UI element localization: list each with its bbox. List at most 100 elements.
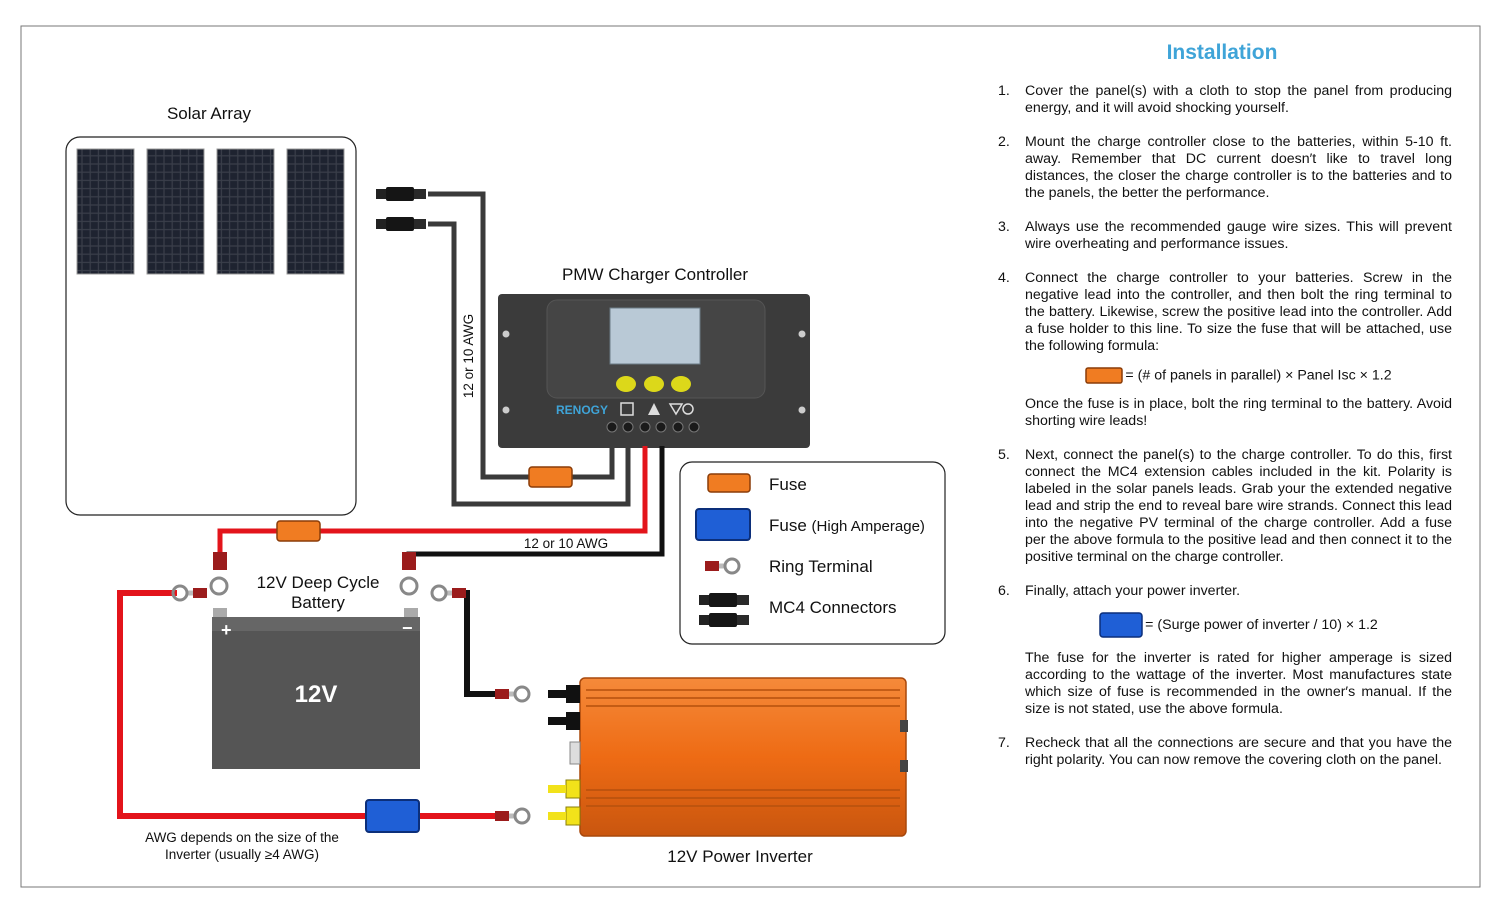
step-number: 3. — [998, 219, 1010, 235]
step-note: Once the fuse is in place, bolt the ring… — [1025, 396, 1452, 430]
instructions-list: 1. Cover the panel(s) with a cloth to st… — [992, 83, 1452, 769]
controller-button — [644, 376, 664, 392]
legend-mc4-icon — [699, 593, 749, 607]
battery-voltage: 12V — [295, 681, 338, 708]
inverter-port — [900, 720, 908, 732]
pv-negative-wire — [428, 221, 631, 507]
battery-title-line2: Battery — [291, 593, 345, 612]
mount-hole — [798, 406, 806, 414]
step-note: The fuse for the inverter is rated for h… — [1025, 650, 1452, 718]
inverter-terminal-yellow — [565, 806, 581, 826]
legend-fuse-label: Fuse — [769, 475, 807, 494]
awg-note-line1: AWG depends on the size of the — [145, 830, 339, 845]
inverter-fuse — [365, 799, 420, 833]
instruction-step: 1. Cover the panel(s) with a cloth to st… — [992, 83, 1452, 117]
inverter-switch — [569, 741, 581, 765]
battery-icon — [648, 403, 660, 415]
step-number: 2. — [998, 134, 1010, 150]
step-text: Next, connect the panel(s) to the charge… — [1025, 447, 1452, 566]
terminal — [622, 421, 634, 433]
legend-high-fuse-label: Fuse (High Amperage) — [769, 516, 925, 535]
battery-negative-post — [404, 608, 418, 618]
ring-terminal — [209, 576, 229, 596]
inverter-terminal-black — [566, 685, 580, 703]
battery-minus-mark: − — [402, 618, 413, 638]
battery: + − 12V — [212, 608, 420, 769]
mount-hole — [502, 406, 510, 414]
solar-panel — [146, 148, 205, 275]
high-amperage-fuse-icon — [1099, 612, 1143, 638]
awg-note-line2: Inverter (usually ≥4 AWG) — [165, 847, 319, 862]
step-text: Connect the charge controller to your ba… — [1025, 270, 1452, 354]
inverter-body — [579, 677, 907, 837]
inverter-port — [900, 760, 908, 772]
terminal — [606, 421, 618, 433]
instruction-step: 7. Recheck that all the connections are … — [992, 735, 1452, 769]
legend: Fuse Fuse (High Amperage) Ring Terminal … — [679, 461, 946, 645]
solar-panel — [286, 148, 345, 275]
terminal — [688, 421, 700, 433]
instructions-title: Installation — [1166, 41, 1278, 64]
legend-mc4-icon — [699, 613, 749, 627]
terminal-lug — [548, 717, 566, 725]
instruction-step: 2. Mount the charge controller close to … — [992, 134, 1452, 202]
load-icon — [668, 403, 684, 416]
ring-terminal — [399, 576, 419, 596]
battery-body — [212, 617, 420, 769]
instruction-step: 3. Always use the recommended gauge wire… — [992, 219, 1452, 253]
step-number: 5. — [998, 447, 1010, 464]
battery-positive-wire — [217, 446, 648, 560]
inverter-positive-wire — [117, 590, 366, 819]
inverter-terminal-black — [566, 712, 580, 730]
legend-ring-terminal-label: Ring Terminal — [769, 557, 873, 576]
controller-button — [671, 376, 691, 392]
battery-positive-post — [213, 608, 227, 618]
pv-wire-gauge-label: 12 or 10 AWG — [461, 314, 476, 398]
solar-panel — [76, 148, 135, 275]
instruction-step: 4. Connect the charge controller to your… — [992, 270, 1452, 430]
controller-button — [616, 376, 636, 392]
step-text: Cover the panel(s) with a cloth to stop … — [1025, 83, 1452, 116]
battery-title-line1: 12V Deep Cycle — [257, 573, 380, 592]
terminal-lug — [548, 690, 566, 698]
terminal — [655, 421, 667, 433]
pv-wires — [428, 191, 631, 507]
fuse-formula-text: = (# of panels in parallel) × Panel Isc … — [1125, 367, 1392, 384]
step-number: 4. — [998, 270, 1010, 286]
solar-panels — [76, 148, 345, 275]
terminal — [639, 421, 651, 433]
pv-icon — [620, 402, 634, 416]
step-text: Mount the charge controller close to the… — [1025, 134, 1452, 201]
step-text: Recheck that all the connections are sec… — [1025, 735, 1452, 769]
step-number: 7. — [998, 735, 1010, 752]
inverter-negative-wire — [460, 590, 495, 697]
instruction-step: 5. Next, connect the panel(s) to the cha… — [992, 447, 1452, 566]
installation-instructions: Installation 1. Cover the panel(s) with … — [992, 41, 1452, 786]
ring-terminal — [493, 807, 531, 825]
step-text: Finally, attach your power inverter. — [1025, 583, 1241, 600]
step-number: 1. — [998, 83, 1010, 99]
instruction-step: 6. Finally, attach your power inverter. … — [992, 583, 1452, 718]
terminal — [672, 421, 684, 433]
controller-label: PMW Charger Controller — [562, 265, 748, 284]
battery-plus-mark: + — [221, 620, 232, 640]
legend-fuse-swatch — [707, 473, 751, 493]
inverter-terminal-yellow — [565, 779, 581, 799]
charge-controller: RENOGY — [498, 294, 810, 448]
fuse-icon — [1085, 367, 1124, 384]
ring-terminal — [430, 584, 468, 602]
solar-panel — [216, 148, 275, 275]
controller-brand: RENOGY — [556, 403, 608, 417]
mc4-connector — [376, 187, 426, 201]
step-number: 6. — [998, 583, 1010, 600]
pv-fuse — [528, 466, 573, 488]
power-inverter — [548, 677, 908, 837]
inverter-label: 12V Power Inverter — [667, 847, 813, 866]
battery-wire-gauge-label: 12 or 10 AWG — [524, 536, 608, 551]
pv-positive-wire — [428, 191, 615, 480]
ring-terminal — [213, 552, 227, 570]
terminal-lug — [548, 785, 566, 793]
mc4-connector — [376, 217, 426, 231]
solar-array-box — [65, 136, 357, 516]
